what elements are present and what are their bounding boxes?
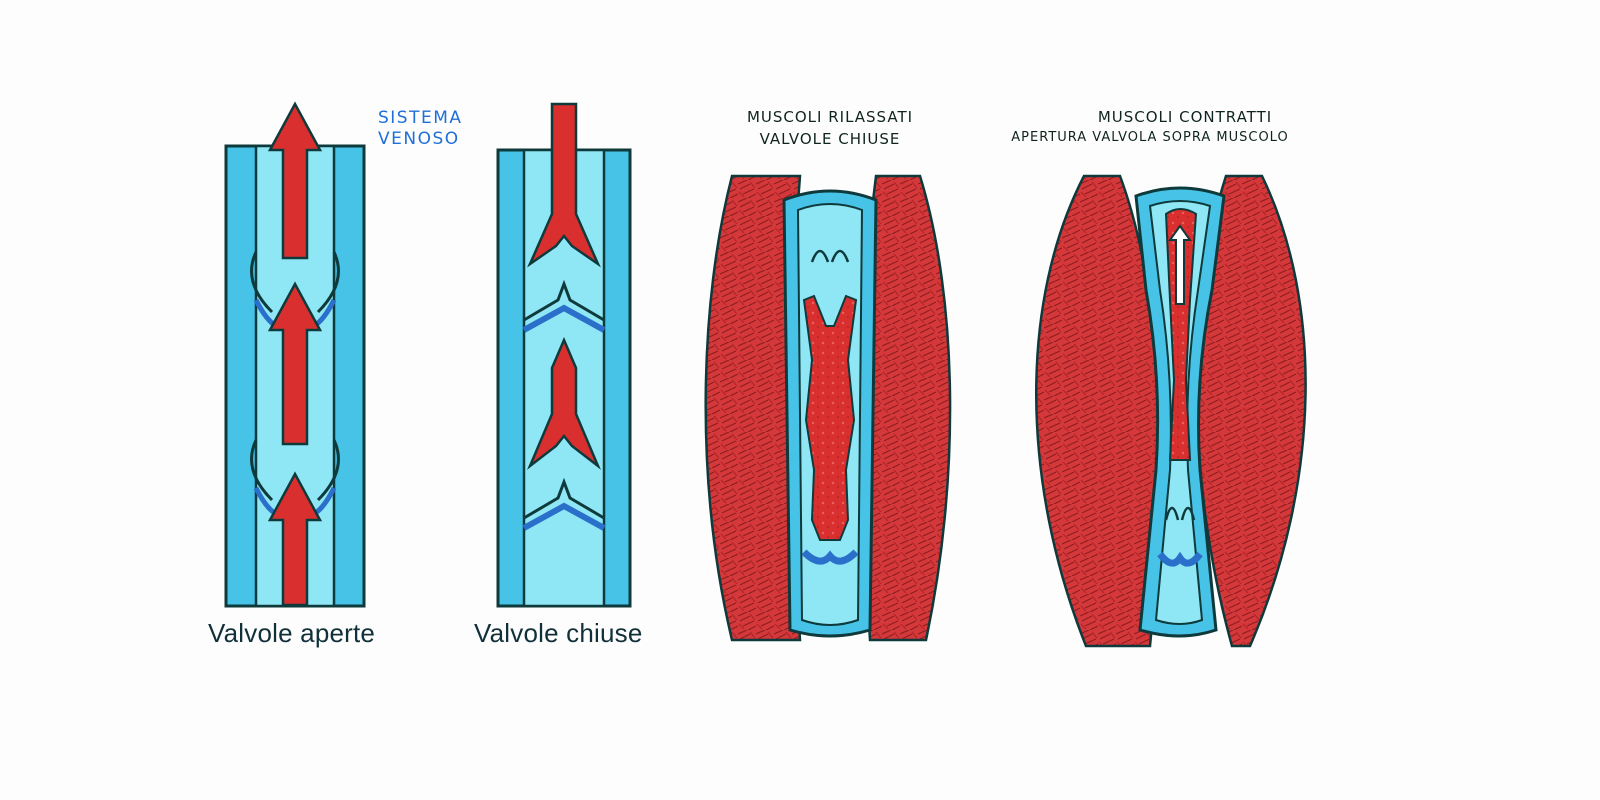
panel-3-header-line-1: MUSCOLI RILASSATI (746, 108, 914, 126)
title-line-2: VENOSO (378, 129, 460, 149)
panel-4-header-line-2: APERTURA VALVOLA SOPRA MUSCOLO (1011, 130, 1289, 145)
panel-2-caption: Valvole chiuse (474, 618, 643, 648)
arrow-up-3 (267, 471, 323, 607)
arrow-up-2 (267, 281, 323, 446)
valve-bottom (801, 549, 859, 565)
blood-column (802, 294, 858, 541)
valve-bottom (1157, 551, 1203, 567)
panel-4-header-line-1: MUSCOLI CONTRATTI (1097, 108, 1273, 126)
valve-closed-1 (523, 279, 605, 322)
title-line-1: SISTEMA (378, 108, 463, 128)
panel-contracted-muscles (1035, 174, 1307, 648)
panel-relaxed-muscles (704, 174, 952, 642)
valve-cusp-right-1 (316, 251, 340, 314)
arrow-split-2 (526, 336, 602, 470)
panel-1-caption: Valvole aperte (208, 618, 376, 648)
arrow-up-white (1168, 224, 1192, 305)
arrow-up-1 (267, 101, 323, 260)
panel-closed-valves (496, 102, 632, 608)
valve-closed-2 (523, 477, 605, 520)
valve-cusp-left-2 (250, 439, 274, 502)
panel-3-header-line-2: VALVOLE CHIUSE (759, 130, 901, 148)
blood-column (1164, 208, 1198, 461)
arrow-split-1 (527, 102, 601, 268)
panel-open-valves (224, 101, 366, 608)
valve-cusp-right-2 (316, 439, 340, 502)
valve-cusp-left-1 (250, 251, 274, 314)
